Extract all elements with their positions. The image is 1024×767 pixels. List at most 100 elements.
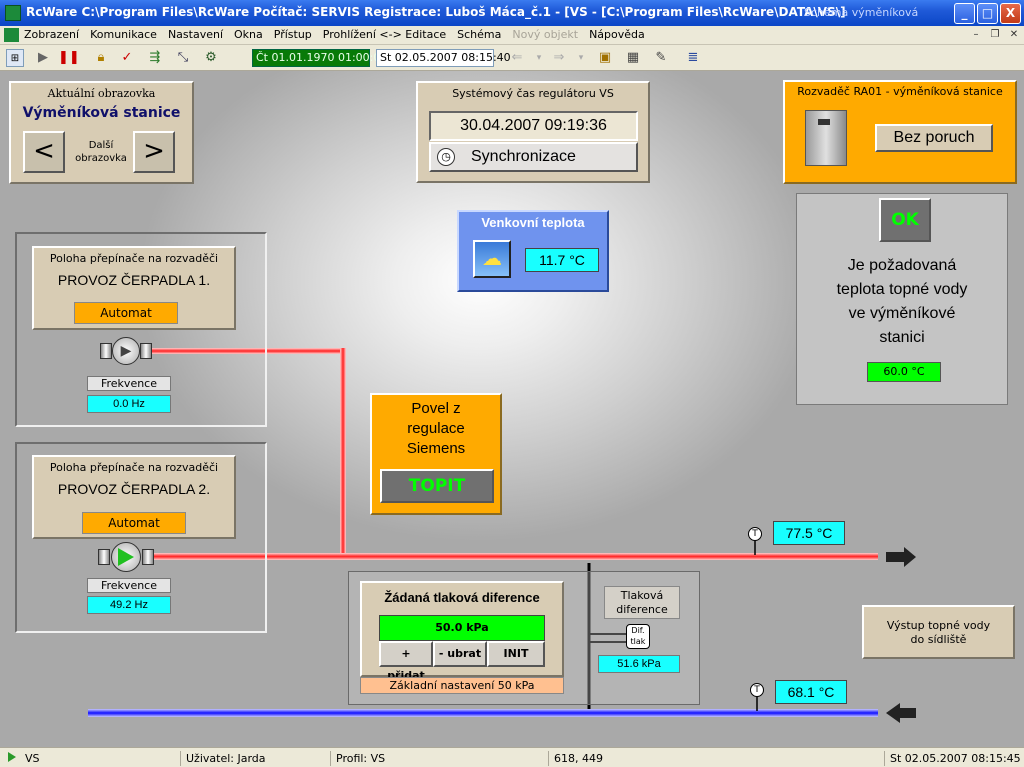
forward-dropdown-icon: ▾	[578, 53, 584, 63]
pump1-freq-value: 0.0 Hz	[87, 395, 171, 413]
pump1-icon[interactable]: ▶	[100, 337, 152, 365]
forward-icon: ⇒	[553, 50, 565, 65]
synchronize-button[interactable]: ◷ Synchronizace	[429, 142, 638, 172]
pump1-heading: Poloha přepínače na rozvaděči	[49, 252, 219, 265]
synchronize-label: Synchronizace	[471, 148, 576, 165]
setpoint-ok-indicator: OK	[879, 198, 931, 242]
edit-icon[interactable]: ✎	[655, 50, 667, 65]
system-time-panel: Systémový čas regulátoru VS 30.04.2007 0…	[416, 81, 650, 183]
date-now-field[interactable]: St 02.05.2007 08:15:40	[376, 49, 511, 67]
play-icon[interactable]: ▶	[38, 50, 48, 65]
pump1-mode: Automat	[74, 302, 178, 324]
command-state: TOPIT	[380, 469, 494, 503]
return-arrow-icon	[886, 703, 916, 723]
pipe-return	[88, 709, 878, 717]
mdi-close-button[interactable]: ✕	[1009, 29, 1019, 40]
pressure-init-button[interactable]: INIT	[487, 641, 545, 667]
maximize-button[interactable]: □	[977, 3, 998, 24]
menu-novy-objekt: Nový objekt	[512, 28, 579, 41]
mdi-restore-button[interactable]: ❐	[990, 29, 1000, 40]
status-name: VS	[25, 752, 40, 765]
clock-icon: ◷	[437, 148, 455, 166]
outdoor-temp-value: 11.7 °C	[525, 248, 599, 272]
pressure-subtract-button[interactable]: - ubrat	[433, 641, 487, 667]
menu-pristup[interactable]: Přístup	[273, 28, 312, 41]
menu-schema[interactable]: Schéma	[457, 28, 502, 41]
dp-sensor-icon: Dif.tlak	[626, 624, 650, 649]
date-from-field[interactable]: Čt 01.01.1970 01:00:00	[252, 49, 387, 67]
minimize-button[interactable]: _	[954, 3, 975, 24]
window-icon[interactable]: ▣	[598, 50, 612, 65]
prev-screen-button[interactable]: <	[23, 131, 65, 173]
status-user: Uživatel: Jarda	[180, 751, 328, 766]
next-screen-button[interactable]: >	[133, 131, 175, 173]
switchboard-panel: Rozvaděč RA01 - výměníková stanice Bez p…	[783, 80, 1017, 184]
pressure-add-button[interactable]: + přidat	[379, 641, 433, 682]
setpoint-value: 60.0 °C	[867, 362, 941, 382]
pressure-diff-value: 51.6 kPa	[598, 655, 680, 673]
status-datetime: St 02.05.2007 08:15:45	[884, 751, 1022, 766]
return-temp-value: 68.1 °C	[775, 680, 847, 704]
switchboard-heading: Rozvaděč RA01 - výměníková stanice	[797, 85, 1003, 98]
menu-komunikace[interactable]: Komunikace	[90, 28, 157, 41]
tools-icon[interactable]: ⚙	[205, 50, 217, 65]
mdi-minimize-button[interactable]: –	[973, 29, 979, 40]
back-icon: ⇐	[511, 50, 523, 65]
window-title: RcWare C:\Program Files\RcWare Počítač: …	[26, 5, 846, 19]
pump2-mode: Automat	[82, 512, 186, 534]
pump1-name: PROVOZ ČERPADLA 1.	[57, 272, 211, 288]
menu-items: Zobrazení Komunikace Nastavení Okna Přís…	[24, 28, 656, 41]
run-status-icon	[8, 752, 16, 762]
pause-icon[interactable]: ❚❚	[58, 50, 80, 65]
lock-icon[interactable]: 🔒︎	[97, 50, 105, 65]
current-screen-title: Výměníková stanice	[22, 105, 181, 121]
grid-icon[interactable]: ▦	[626, 50, 640, 65]
pump2-icon[interactable]	[98, 542, 154, 572]
title-bar: RcWare C:\Program Files\RcWare Počítač: …	[0, 0, 1024, 26]
arrows-icon[interactable]: ⇶	[149, 50, 161, 65]
screen-nav-heading: Aktuální obrazovka	[47, 87, 156, 100]
pipe-supply	[150, 553, 878, 560]
doc-icon	[4, 28, 19, 42]
back-dropdown-icon: ▾	[536, 53, 542, 63]
menu-bar: Zobrazení Komunikace Nastavení Okna Přís…	[0, 26, 1024, 45]
supply-thermometer-icon: T	[748, 527, 762, 541]
pump2-heading: Poloha přepínače na rozvaděči	[49, 461, 219, 474]
chart-icon[interactable]: ≣	[687, 50, 699, 65]
pipe-riser	[340, 348, 346, 558]
title-overlay: Schéma výměníková	[804, 6, 919, 19]
check-icon[interactable]: ✓	[121, 50, 133, 65]
pipe-pump1	[150, 348, 346, 354]
layout-icon[interactable]: ⊞	[6, 49, 24, 67]
status-bar: VS Uživatel: Jarda Profil: VS 618, 449 S…	[0, 747, 1024, 767]
pressure-setpoint-value: 50.0 kPa	[379, 615, 545, 641]
schema-canvas: Aktuální obrazovka Výměníková stanice < …	[0, 71, 1024, 747]
menu-prohlizeni[interactable]: Prohlížení <-> Editace	[322, 28, 447, 41]
pressure-heading: Žádaná tlaková diference	[384, 590, 540, 605]
supply-temp-value: 77.5 °C	[773, 521, 845, 545]
pump2-name: PROVOZ ČERPADLA 2.	[57, 481, 211, 497]
close-button[interactable]: X	[1000, 3, 1021, 24]
status-coords: 618, 449	[548, 751, 882, 766]
outdoor-temp-heading: Venkovní teplota	[481, 215, 585, 230]
pressure-default-button[interactable]: Základní nastavení 50 kPa	[360, 677, 564, 694]
menu-zobrazeni[interactable]: Zobrazení	[24, 28, 80, 41]
supply-arrow-icon	[886, 547, 916, 567]
switchboard-status: Bez poruch	[875, 124, 993, 152]
pipes	[88, 348, 916, 723]
menu-napoveda[interactable]: Nápověda	[589, 28, 645, 41]
menu-okna[interactable]: Okna	[234, 28, 263, 41]
menu-nastaveni[interactable]: Nastavení	[167, 28, 223, 41]
pressure-setpoint-panel: Žádaná tlaková diference 50.0 kPa + přid…	[360, 581, 564, 682]
return-thermometer-icon: T	[750, 683, 764, 697]
zoom-icon[interactable]: ⤡	[177, 50, 189, 65]
pump2-freq-label: Frekvence	[87, 578, 171, 593]
pump1-freq-label: Frekvence	[87, 376, 171, 391]
